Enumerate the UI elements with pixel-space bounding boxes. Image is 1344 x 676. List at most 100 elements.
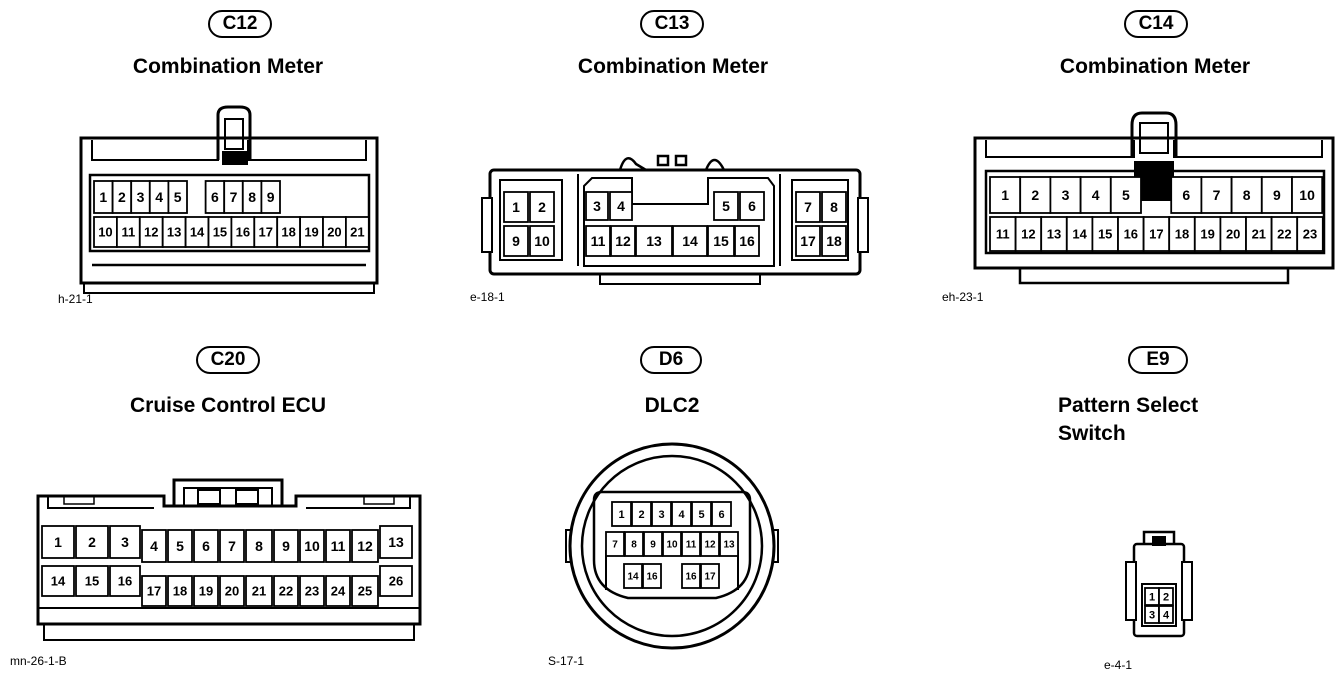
pin-number: 16 — [118, 574, 132, 589]
pin-cell: 9 — [503, 225, 529, 257]
pin-cell: 13 — [379, 525, 413, 559]
pin-cell: 4 — [609, 191, 633, 221]
pin-number: 9 — [512, 233, 520, 249]
pin-cell: 14 — [1065, 216, 1094, 252]
pin-number: 23 — [1303, 227, 1317, 242]
pin-number: 1 — [1149, 591, 1155, 603]
pin-number: 3 — [137, 189, 145, 205]
pin-cell: 4 — [148, 180, 170, 214]
pin-cell: 14 — [184, 216, 210, 248]
pin-cell: 17 — [253, 216, 279, 248]
pin-number: 19 — [1200, 227, 1214, 242]
pin-cell: 18 — [276, 216, 301, 248]
pin-number: 18 — [1175, 227, 1189, 242]
pin-number: 5 — [722, 198, 730, 214]
pin-cell: 1 — [93, 180, 114, 214]
pin-cell: 12 — [351, 529, 379, 563]
pin-number: 16 — [685, 572, 697, 583]
pin-cell: 23 — [1296, 216, 1324, 252]
pin-cell: 24 — [325, 575, 351, 607]
pin-number: 18 — [826, 233, 842, 249]
pin-number: 21 — [350, 225, 364, 240]
pin-cell: 3 — [1144, 605, 1160, 624]
pin-number: 5 — [1122, 187, 1130, 203]
pin-number: 15 — [1098, 227, 1112, 242]
pin-cell: 7 — [795, 191, 821, 223]
connector-title-line-2: Switch — [1058, 422, 1126, 445]
pin-cell: 5 — [167, 529, 193, 563]
pin-number: 9 — [650, 540, 656, 551]
pin-number: 24 — [331, 584, 346, 599]
pin-cell: 2 — [75, 525, 109, 559]
pin-cell: 16 — [734, 225, 760, 257]
pin-number: 4 — [1163, 609, 1170, 621]
pin-number: 3 — [658, 509, 664, 521]
pin-number: 15 — [85, 574, 99, 589]
pin-cell: 10 — [93, 216, 118, 248]
pin-cell: 13 — [635, 225, 673, 257]
pin-cell: 19 — [1193, 216, 1222, 252]
pin-cell: 16 — [109, 565, 141, 597]
pin-cell: 15 — [207, 216, 233, 248]
pin-number: 2 — [118, 189, 126, 205]
pin-number: 6 — [1182, 187, 1190, 203]
pin-cell: 1 — [41, 525, 75, 559]
pin-cell: 17 — [700, 563, 720, 589]
pin-number: 19 — [199, 584, 213, 599]
pin-number: 12 — [1021, 227, 1035, 242]
pin-number: 7 — [804, 199, 812, 215]
pin-number: 17 — [259, 225, 273, 240]
pin-number: 19 — [304, 225, 318, 240]
connector-code-badge: D6 — [640, 346, 702, 374]
pin-number: 8 — [1243, 187, 1251, 203]
pin-cell: 11 — [989, 216, 1017, 252]
pin-cell: 8 — [241, 180, 263, 214]
pin-cell: 5 — [691, 501, 712, 527]
pin-cell: 15 — [75, 565, 109, 597]
pin-number: 26 — [389, 574, 403, 589]
pin-number: 15 — [213, 225, 227, 240]
pin-number: 1 — [1001, 187, 1009, 203]
pin-number: 11 — [996, 227, 1010, 242]
pin-number: 4 — [150, 538, 158, 554]
pin-number: 25 — [358, 584, 372, 599]
pin-cell: 16 — [1117, 216, 1145, 252]
pin-cell: 10 — [529, 225, 555, 257]
pin-number: 14 — [51, 574, 66, 589]
pin-number: 10 — [666, 540, 678, 551]
diagram-ref: h-21-1 — [58, 292, 93, 306]
pin-cell: 20 — [219, 575, 245, 607]
pin-cell: 12 — [700, 531, 720, 557]
diagram-ref: mn-26-1-B — [10, 654, 67, 668]
pin-number: 6 — [748, 198, 756, 214]
pin-cell: 4 — [141, 529, 167, 563]
pin-number: 7 — [1213, 187, 1221, 203]
pin-cell: 2 — [1019, 176, 1052, 214]
pin-number: 1 — [54, 534, 62, 550]
pin-cell: 17 — [141, 575, 167, 607]
pin-number: 4 — [678, 509, 685, 521]
pin-cell: 2 — [1158, 587, 1174, 606]
pin-cell: 9 — [643, 531, 663, 557]
pin-number: 22 — [279, 584, 293, 599]
pin-number: 16 — [646, 572, 658, 583]
connector-code-badge: E9 — [1128, 346, 1188, 374]
pin-cell: 10 — [662, 531, 682, 557]
pin-cell: 14 — [41, 565, 75, 597]
pin-number: 17 — [704, 572, 716, 583]
pin-number: 2 — [1031, 187, 1039, 203]
connector-code-badge: C20 — [196, 346, 260, 374]
connector-code-badge: C14 — [1124, 10, 1188, 38]
pin-cell: 11 — [585, 225, 611, 257]
pin-cell: 5 — [1109, 176, 1142, 214]
pin-cell: 18 — [821, 225, 847, 257]
pin-cell: 22 — [273, 575, 299, 607]
pin-number: 9 — [282, 538, 290, 554]
